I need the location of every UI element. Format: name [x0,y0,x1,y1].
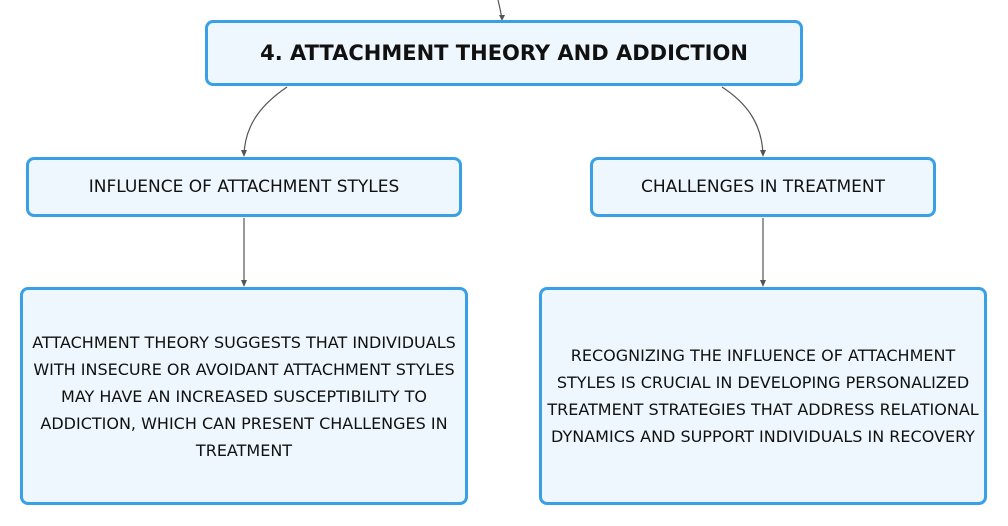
root-node-label: 4. ATTACHMENT THEORY AND ADDICTION [260,41,748,65]
detail-node-attachment-styles[interactable]: ATTACHMENT THEORY SUGGESTS THAT INDIVIDU… [20,287,468,505]
detail-node-text: RECOGNIZING THE INFLUENCE OF ATTACHMENT … [547,346,979,446]
branch-node-attachment-styles[interactable]: INFLUENCE OF ATTACHMENT STYLES [26,157,462,217]
arrowhead-right-leaf [760,280,766,287]
branch-node-label: INFLUENCE OF ATTACHMENT STYLES [88,177,400,197]
root-node[interactable]: 4. ATTACHMENT THEORY AND ADDICTION [205,20,803,86]
branch-node-treatment-challenges[interactable]: CHALLENGES IN TREATMENT [590,157,936,217]
arrowhead-root [499,15,505,21]
connector-root-to-right-branch [721,86,764,156]
arrowhead-left-branch [241,150,247,157]
branch-node-label: CHALLENGES IN TREATMENT [640,177,886,197]
arrowhead-left-leaf [241,280,247,287]
arrowhead-right-branch [760,150,766,157]
detail-node-text: ATTACHMENT THEORY SUGGESTS THAT INDIVIDU… [32,332,456,460]
detail-node-treatment-challenges[interactable]: RECOGNIZING THE INFLUENCE OF ATTACHMENT … [539,287,987,505]
connector-root-to-left-branch [243,86,288,156]
